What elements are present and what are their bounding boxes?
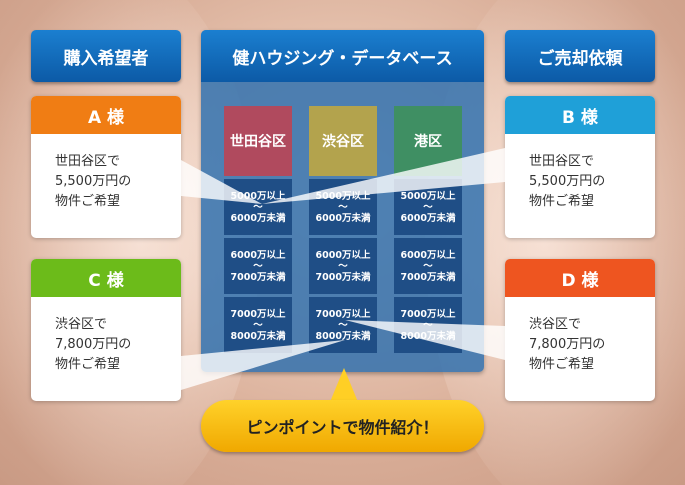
price-cell: 6000万以上〜7000万未満 — [309, 238, 377, 294]
price-cell: 5000万以上〜6000万未満 — [309, 179, 377, 235]
column-setagaya: 世田谷区 5000万以上〜6000万未満 6000万以上〜7000万未満 700… — [224, 106, 292, 353]
database-title: 健ハウジング・データベース — [201, 30, 484, 82]
price-cell: 5000万以上〜6000万未満 — [224, 179, 292, 235]
area-label-setagaya: 世田谷区 — [224, 106, 292, 176]
buyers-header: 購入希望者 — [31, 30, 181, 82]
sellers-header: ご売却依頼 — [505, 30, 655, 82]
card-title: A 様 — [31, 96, 181, 134]
card-title: D 様 — [505, 259, 655, 297]
card-title: C 様 — [31, 259, 181, 297]
area-label-minato: 港区 — [394, 106, 462, 176]
price-cell: 5000万以上〜6000万未満 — [394, 179, 462, 235]
database-panel: 健ハウジング・データベース 世田谷区 5000万以上〜6000万未満 6000万… — [201, 30, 484, 372]
price-cell: 7000万以上〜8000万未満 — [309, 297, 377, 353]
area-label-shibuya: 渋谷区 — [309, 106, 377, 176]
price-cell: 6000万以上〜7000万未満 — [394, 238, 462, 294]
price-cell: 7000万以上〜8000万未満 — [394, 297, 462, 353]
price-cell: 6000万以上〜7000万未満 — [224, 238, 292, 294]
pinpoint-bubble: ピンポイントで物件紹介！ — [201, 400, 484, 452]
price-cell: 7000万以上〜8000万未満 — [224, 297, 292, 353]
column-minato: 港区 5000万以上〜6000万未満 6000万以上〜7000万未満 7000万… — [394, 106, 462, 353]
column-shibuya: 渋谷区 5000万以上〜6000万未満 6000万以上〜7000万未満 7000… — [309, 106, 377, 353]
card-title: B 様 — [505, 96, 655, 134]
bubble-tail — [330, 368, 358, 402]
